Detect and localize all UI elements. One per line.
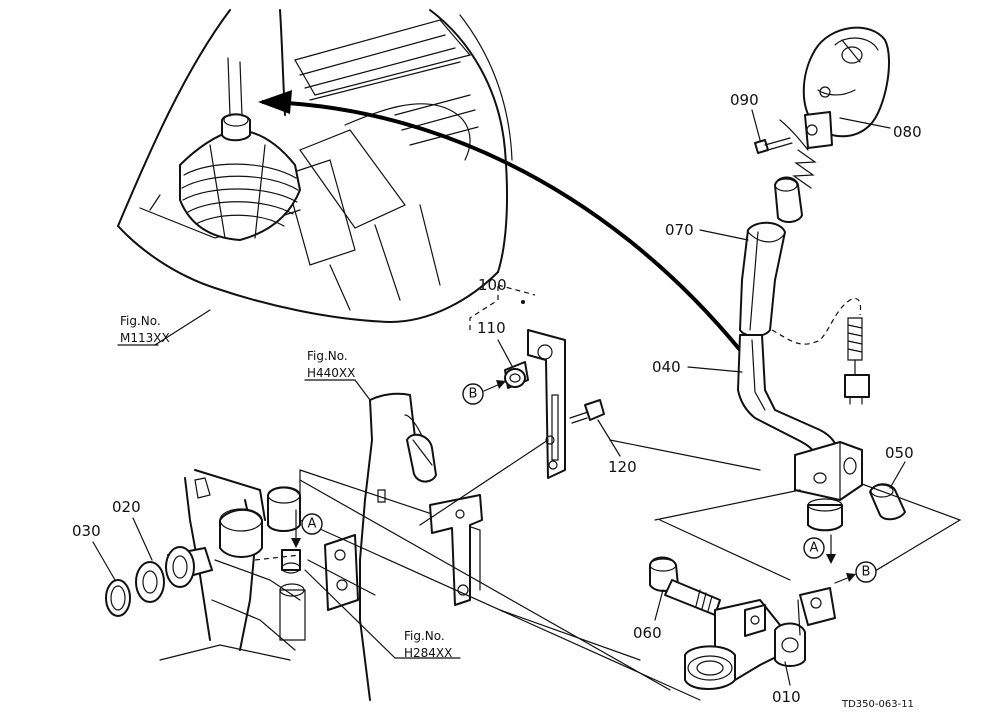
part-label-030: 030	[72, 522, 101, 540]
part-label-060: 060	[633, 624, 662, 642]
fig-ref-m113-label2: M113XX	[120, 331, 170, 345]
part-070-lever-upper	[739, 176, 803, 337]
lever-ref-plane	[654, 483, 962, 581]
part-label-080: 080	[893, 123, 922, 141]
label-110: 110	[477, 319, 513, 367]
fig-ref-h284-label2: H284XX	[404, 646, 452, 660]
label-080: 080	[839, 117, 922, 141]
fig-ref-h440-label1: Fig.No.	[307, 349, 348, 363]
callout-b-right-label: B	[862, 565, 871, 580]
cab-console-illustration	[117, 9, 513, 323]
part-030-snap-ring	[105, 579, 131, 617]
assembly-curved-arrow	[258, 90, 742, 352]
part-090-screw	[754, 137, 793, 154]
electric-wire-dashed	[771, 297, 862, 345]
callout-a-left: A	[291, 509, 323, 548]
part-080-grip	[779, 26, 891, 151]
part-label-040: 040	[652, 358, 681, 376]
fig-ref-h440xx: Fig.No. H440XX	[304, 349, 371, 401]
wire-connector	[844, 317, 870, 405]
callout-a-right: A	[803, 534, 836, 564]
part-label-120: 120	[608, 458, 637, 476]
part-060-bolt	[649, 556, 721, 616]
part-120-bolt	[569, 399, 605, 424]
label-020: 020	[112, 498, 153, 561]
callout-a-right-label: A	[810, 541, 819, 556]
fig-ref-m113-label1: Fig.No.	[120, 314, 161, 328]
callout-b-left-label: B	[469, 387, 478, 402]
assembly-guide-lines	[307, 439, 761, 661]
part-040-lever-rod	[737, 334, 839, 461]
part-050-pin	[869, 483, 906, 521]
part-label-050: 050	[885, 444, 914, 462]
drawing-id: TD350-063-11	[841, 699, 914, 710]
lever-block	[794, 441, 863, 532]
callout-b-right: B	[834, 561, 877, 584]
fig-ref-h440-label2: H440XX	[307, 366, 355, 380]
part-020-washer	[135, 546, 213, 603]
label-060: 060	[633, 589, 664, 642]
fig-ref-h284-label1: Fig.No.	[404, 629, 445, 643]
callout-a-left-label: A	[308, 517, 317, 532]
label-010: 010	[772, 661, 801, 706]
spring-upper	[792, 149, 817, 189]
label-120: 120	[597, 419, 637, 476]
part-label-100: 100	[478, 276, 507, 294]
label-040: 040	[652, 358, 743, 376]
lever-frame-bracket	[159, 392, 701, 701]
part-label-010: 010	[772, 688, 801, 706]
part-110-bushing	[504, 361, 529, 389]
label-070: 070	[665, 221, 749, 241]
callout-b-left: B	[462, 380, 506, 405]
part-label-110: 110	[477, 319, 506, 337]
fig-ref-h284xx: Fig.No. H284XX	[304, 569, 461, 660]
part-label-090: 090	[730, 91, 759, 109]
label-090: 090	[730, 91, 761, 141]
part-100-bracket	[469, 284, 566, 479]
label-100: 100	[478, 276, 507, 294]
part-010-pivot	[684, 587, 836, 690]
part-label-070: 070	[665, 221, 694, 239]
label-030: 030	[72, 522, 116, 581]
label-050: 050	[885, 444, 914, 489]
part-label-020: 020	[112, 498, 141, 516]
fig-ref-m113xx: Fig.No. M113XX	[117, 309, 211, 346]
